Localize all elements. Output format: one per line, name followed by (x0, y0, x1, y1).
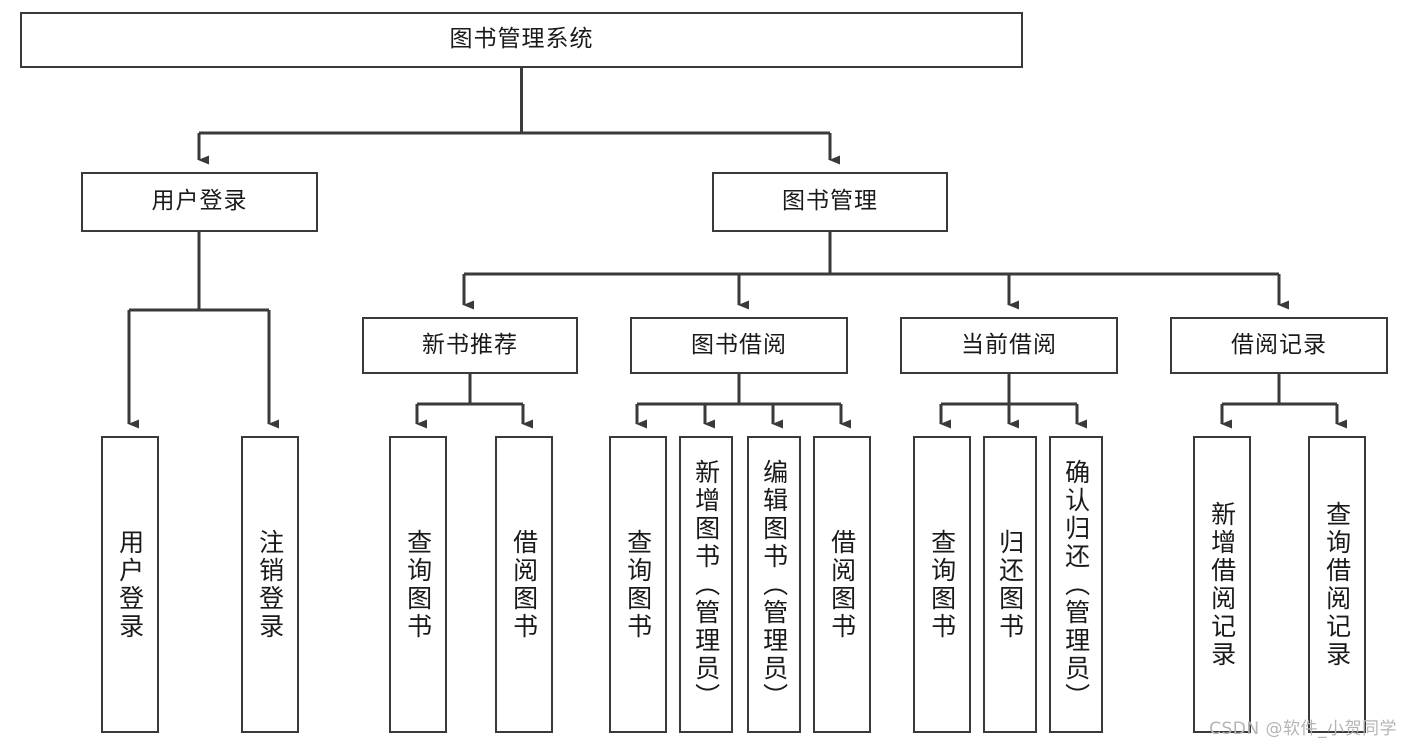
node-leaf-add-record-label: 新增借阅记录 (1207, 500, 1237, 669)
node-leaf-query-book-1-label: 查询图书 (403, 528, 433, 641)
node-leaf-query-record[interactable]: 查询借阅记录 (1308, 436, 1366, 733)
node-leaf-edit-book-label: 编辑图书（管理员） (759, 458, 789, 711)
node-book-borrow[interactable]: 图书借阅 (630, 317, 848, 374)
node-leaf-logout-label: 注销登录 (255, 528, 285, 641)
node-leaf-add-book[interactable]: 新增图书（管理员） (679, 436, 733, 733)
node-new-book-recommend-label: 新书推荐 (422, 331, 518, 358)
node-leaf-query-book-2-label: 查询图书 (623, 528, 653, 641)
node-leaf-edit-book[interactable]: 编辑图书（管理员） (747, 436, 801, 733)
node-leaf-borrow-book-2[interactable]: 借阅图书 (813, 436, 871, 733)
node-root-system[interactable]: 图书管理系统 (20, 12, 1023, 68)
node-borrow-record[interactable]: 借阅记录 (1170, 317, 1388, 374)
node-user-login-label: 用户登录 (151, 188, 248, 215)
node-book-borrow-label: 图书借阅 (691, 331, 787, 358)
node-leaf-query-book-2[interactable]: 查询图书 (609, 436, 667, 733)
node-leaf-borrow-book-2-label: 借阅图书 (827, 528, 857, 641)
node-book-management-label: 图书管理 (782, 188, 878, 215)
node-leaf-query-record-label: 查询借阅记录 (1322, 500, 1352, 669)
node-leaf-user-login-label: 用户登录 (115, 528, 145, 641)
node-leaf-return-book[interactable]: 归还图书 (983, 436, 1037, 733)
node-leaf-query-book-3-label: 查询图书 (927, 528, 957, 641)
node-leaf-query-book-3[interactable]: 查询图书 (913, 436, 971, 733)
node-leaf-confirm-return[interactable]: 确认归还（管理员） (1049, 436, 1103, 733)
node-leaf-confirm-return-label: 确认归还（管理员） (1061, 458, 1091, 711)
node-leaf-borrow-book-1[interactable]: 借阅图书 (495, 436, 553, 733)
node-root-system-label: 图书管理系统 (449, 26, 594, 53)
node-current-borrow[interactable]: 当前借阅 (900, 317, 1118, 374)
node-leaf-logout[interactable]: 注销登录 (241, 436, 299, 733)
node-leaf-add-book-label: 新增图书（管理员） (691, 458, 721, 711)
node-leaf-borrow-book-1-label: 借阅图书 (509, 528, 539, 641)
node-leaf-query-book-1[interactable]: 查询图书 (389, 436, 447, 733)
node-leaf-add-record[interactable]: 新增借阅记录 (1193, 436, 1251, 733)
node-new-book-recommend[interactable]: 新书推荐 (362, 317, 578, 374)
node-book-management[interactable]: 图书管理 (712, 172, 948, 232)
node-borrow-record-label: 借阅记录 (1231, 331, 1327, 358)
node-leaf-user-login[interactable]: 用户登录 (101, 436, 159, 733)
node-user-login[interactable]: 用户登录 (81, 172, 318, 232)
node-current-borrow-label: 当前借阅 (961, 331, 1057, 358)
node-leaf-return-book-label: 归还图书 (995, 528, 1025, 641)
